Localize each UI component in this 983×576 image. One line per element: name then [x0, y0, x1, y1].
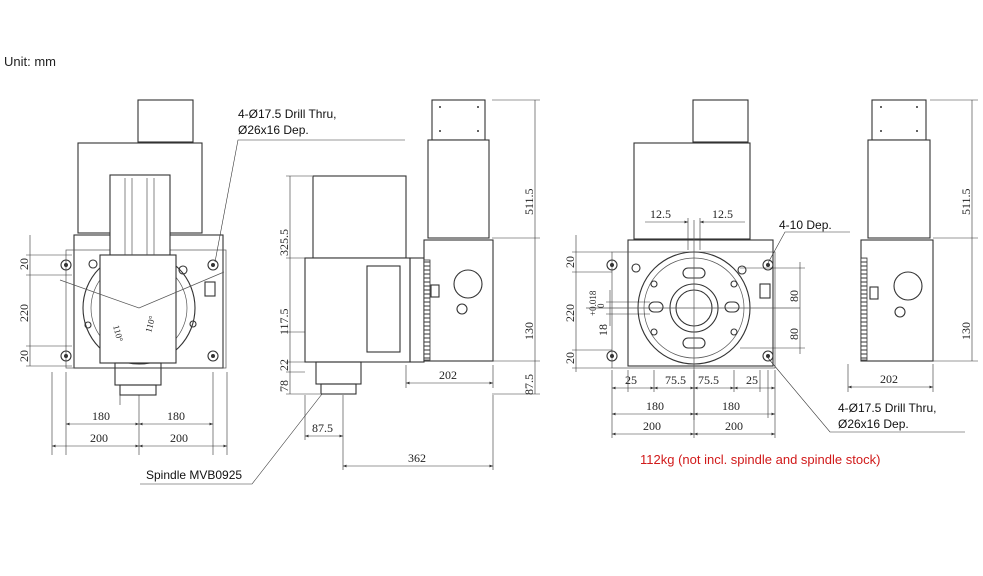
dim-25-left: 25 — [625, 373, 637, 387]
dim-325: 325.5 — [277, 229, 291, 256]
dim-12-5-right: 12.5 — [712, 207, 733, 221]
dim-200-right: 200 — [170, 431, 188, 445]
dim-20-bottom-c: 20 — [563, 352, 577, 364]
dim-87: 87.5 — [522, 374, 536, 395]
dim-80-top: 80 — [787, 290, 801, 302]
dim-180-c-left: 180 — [646, 399, 664, 413]
angle-label-left: 110° — [111, 324, 125, 343]
dim-180-c-right: 180 — [722, 399, 740, 413]
dim-202-d: 202 — [880, 372, 898, 386]
view-d-side: 511.5 130 202 — [847, 99, 978, 392]
dim-87-5: 87.5 — [312, 421, 333, 435]
unit-label: Unit: mm — [4, 54, 56, 69]
callout-holes-br-line1: 4-Ø17.5 Drill Thru, — [838, 401, 936, 415]
dim-130-d: 130 — [959, 322, 973, 340]
dim-12-5-left: 12.5 — [650, 207, 671, 221]
angle-label-right: 110° — [143, 314, 157, 333]
tolerance-plus: +0.018 — [588, 290, 598, 316]
dim-180-right: 180 — [167, 409, 185, 423]
callout-spindle: Spindle MVB0925 — [146, 468, 242, 482]
view-a-front: 110° 110° 20 220 20 180 180 200 200 4-Ø1… — [17, 99, 405, 455]
dim-220: 220 — [17, 304, 31, 322]
dim-362: 362 — [408, 451, 426, 465]
weight-note: 112kg (not incl. spindle and spindle sto… — [640, 452, 881, 467]
callout-holes-line2: Ø26x16 Dep. — [238, 123, 309, 137]
dim-200-c-right: 200 — [725, 419, 743, 433]
dim-202-b: 202 — [439, 368, 457, 382]
dim-75-5-left: 75.5 — [665, 373, 686, 387]
dim-511-d: 511.5 — [959, 188, 973, 215]
tolerance-zero: 0 — [596, 303, 606, 308]
dim-18: 18 — [596, 324, 610, 336]
dim-20-top-c: 20 — [563, 256, 577, 268]
dim-20-top: 20 — [17, 258, 31, 270]
callout-holes-line1: 4-Ø17.5 Drill Thru, — [238, 107, 336, 121]
dim-200-left: 200 — [90, 431, 108, 445]
callout-tap-depth: 4-10 Dep. — [779, 218, 832, 232]
dim-22: 22 — [277, 359, 291, 371]
dim-130-b: 130 — [522, 322, 536, 340]
dim-80-bottom: 80 — [787, 328, 801, 340]
dim-117: 117.5 — [277, 308, 291, 335]
callout-holes-br-line2: Ø26x16 Dep. — [838, 417, 909, 431]
dim-200-c-left: 200 — [643, 419, 661, 433]
dim-511-b: 511.5 — [522, 188, 536, 215]
dim-75-5-right: 75.5 — [698, 373, 719, 387]
view-b-side: 325.5 117.5 22 78 511.5 130 87.5 202 87.… — [140, 99, 540, 485]
dim-20-bottom: 20 — [17, 350, 31, 362]
view-c-front: 12.5 12.5 20 220 20 18 +0.018 0 80 80 4-… — [563, 99, 965, 438]
dim-25-right: 25 — [746, 373, 758, 387]
dim-78: 78 — [277, 380, 291, 392]
dim-180-left: 180 — [92, 409, 110, 423]
dim-220-c: 220 — [563, 304, 577, 322]
